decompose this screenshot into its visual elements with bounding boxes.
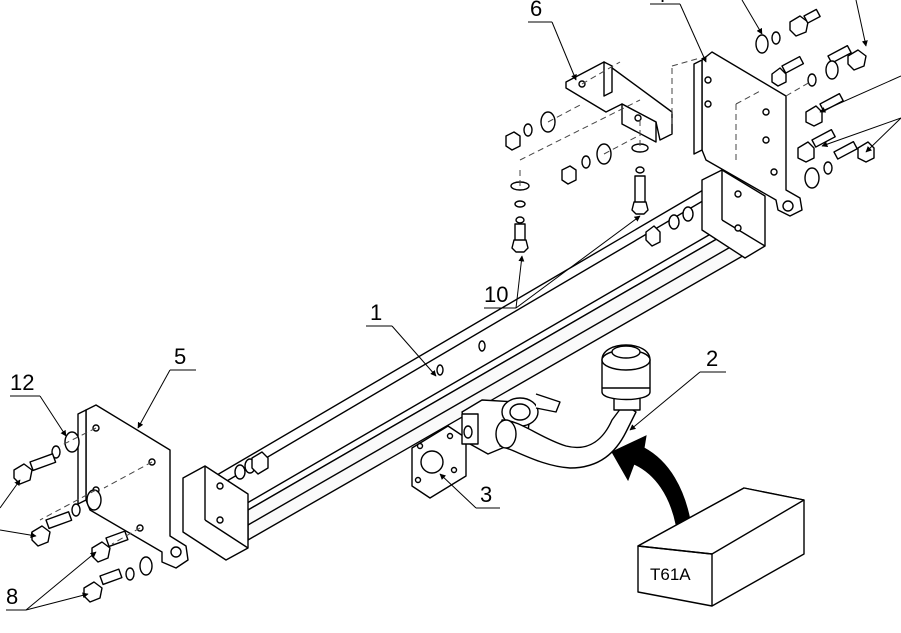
callout-1: 1 [370, 300, 382, 325]
callout-4: 4 [654, 0, 666, 7]
beam-middle-nuts [436, 340, 486, 376]
left-washer-top [51, 431, 80, 459]
callout-3: 3 [480, 482, 492, 507]
callout-6: 6 [530, 0, 542, 21]
callout-8: 8 [6, 584, 18, 609]
callout-5: 5 [174, 344, 186, 369]
direction-arrow [611, 435, 691, 525]
beam-left-end-plate [182, 465, 249, 561]
left-bolt-lower-2 [83, 556, 153, 603]
left-bolt-lower-1 [91, 530, 129, 563]
tow-neck [461, 393, 637, 469]
left-bolt-1 [13, 453, 57, 485]
support-fasteners-upper [505, 111, 556, 151]
left-beam-fasteners [234, 451, 269, 480]
right-upper-bolts [755, 8, 867, 71]
support-bracket [565, 61, 673, 143]
callout-2: 2 [706, 346, 718, 371]
callout-10: 10 [484, 282, 508, 307]
right-beam-fasteners [645, 206, 694, 247]
right-mid-fasteners [771, 55, 875, 189]
tow-ball [601, 344, 651, 411]
left-fasteners-mid [31, 489, 102, 547]
socket-plate [411, 425, 467, 499]
beam-right-end-plate [701, 169, 766, 259]
assembly-guide-lines [39, 57, 811, 545]
left-bracket [77, 404, 189, 569]
right-bracket [693, 51, 803, 217]
stud-left [510, 181, 530, 253]
part-code-text: T61A [650, 565, 691, 584]
support-fasteners-lower [561, 143, 612, 185]
callout-12: 12 [10, 370, 34, 395]
stud-right [631, 143, 649, 215]
leader-lines [0, 0, 901, 611]
part-code-box [637, 487, 805, 607]
